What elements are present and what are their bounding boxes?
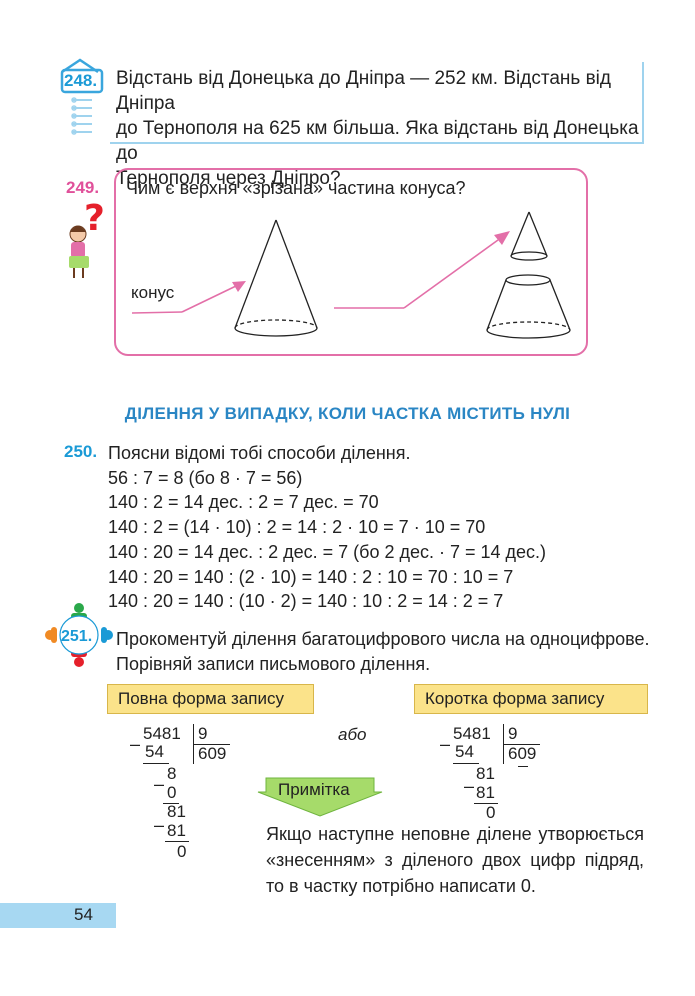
- divisor: 9: [508, 724, 518, 743]
- problem-248-number: 248.: [64, 71, 98, 90]
- zero-mark: [518, 766, 528, 768]
- dividend: 5481: [143, 724, 181, 743]
- problem-248-line: Відстань від Донецька до Дніпра — 252 км…: [116, 68, 611, 114]
- dividend: 5481: [453, 724, 491, 743]
- problem-248-line: до Тернополя на 625 км більша. Яка відст…: [116, 118, 639, 164]
- minus-sign: –: [464, 776, 475, 796]
- house-notebook-icon: [60, 58, 104, 135]
- section-heading: ДІЛЕННЯ У ВИПАДКУ, КОЛИ ЧАСТКА МІСТИТЬ Н…: [124, 404, 571, 423]
- division-bar-horizontal: [503, 744, 540, 746]
- subtrahend-step: 81: [167, 821, 186, 840]
- problem-250-line: Поясни відомі тобі способи ділення.: [108, 443, 411, 463]
- problem-248-line: Тернополя через Дніпро?: [116, 168, 341, 189]
- problem-251-text: Прокоментуй ділення багатоцифрового числ…: [116, 627, 650, 677]
- problem-251-number: 251.: [61, 628, 93, 645]
- remainder-step: 8: [167, 764, 177, 783]
- problem-250-number: 250.: [64, 442, 98, 461]
- problem-248-text: Відстань від Донецька до Дніпра — 252 км…: [116, 66, 646, 191]
- subtraction-line: [474, 803, 498, 805]
- problem-251-line: Прокоментуй ділення багатоцифрового числ…: [116, 629, 650, 649]
- subtraction-line: [453, 763, 479, 765]
- remainder-step: 81: [167, 802, 186, 821]
- note-line: то в частку потрібно написати 0.: [266, 876, 536, 896]
- division-bar-horizontal: [193, 744, 230, 746]
- note-line: Якщо наступне неповне ділене утворюється: [266, 824, 644, 844]
- minus-sign: –: [154, 774, 165, 794]
- problem-250-line: 140 : 2 = (14 · 10) : 2 = 14 : 2 · 10 = …: [108, 517, 486, 538]
- short-form-label: Коротка форма запису: [414, 684, 648, 714]
- problem-250-line: 140 : 20 = 140 : (10 · 2) = 140 : 10 : 2…: [108, 591, 504, 612]
- final-remainder: 0: [177, 842, 187, 861]
- subtraction-line: [165, 841, 189, 843]
- cone-whole-shape: [234, 219, 318, 337]
- subtrahend-step: 0: [167, 783, 177, 802]
- partial-product: 54: [455, 742, 474, 761]
- remainder-step: 81: [476, 764, 495, 783]
- problem-248-frame: [110, 62, 644, 144]
- or-word: або: [338, 725, 367, 744]
- note-label: Примітка: [278, 780, 350, 799]
- subtraction-line: [163, 803, 179, 805]
- svg-text:?: ?: [84, 200, 105, 239]
- problem-249-number: 249.: [66, 178, 100, 197]
- cone-top-part-shape: [510, 211, 548, 261]
- problem-250-line: 140 : 20 = 14 дес. : 2 дес. = 7 (бо 2 де…: [108, 541, 547, 562]
- page-number-bar: [0, 903, 116, 928]
- cone-frustum-shape: [486, 274, 571, 339]
- divisor: 9: [198, 724, 208, 743]
- subtraction-line: [143, 763, 169, 765]
- partial-product: 54: [145, 742, 164, 761]
- arrow-to-cut-cone: [334, 231, 510, 309]
- final-remainder: 0: [486, 803, 496, 822]
- cone-illustration: [131, 211, 571, 339]
- minus-sign: –: [130, 734, 141, 754]
- minus-sign: –: [154, 815, 165, 835]
- full-form-label: Повна форма запису: [107, 684, 314, 714]
- quotient: 609: [198, 744, 227, 763]
- note-arrow-badge: [257, 777, 383, 817]
- problem-250-line: 140 : 20 = 140 : (2 · 10) = 140 : 2 : 10…: [108, 566, 514, 587]
- arrow-to-cone: [131, 281, 246, 314]
- problem-249-question: Чим є верхня «зрізана» частина конуса?: [126, 178, 466, 198]
- subtrahend-step: 81: [476, 783, 495, 802]
- quotient: 609: [508, 744, 537, 763]
- problem-249-frame: [114, 168, 588, 356]
- minus-sign: –: [440, 734, 451, 754]
- note-line: «знесенням» з діленого двох цифр підряд,: [266, 850, 644, 870]
- page-number: 54: [74, 905, 93, 924]
- group-work-icon: [45, 603, 113, 667]
- cone-label: конус: [131, 283, 175, 302]
- thinking-girl-icon: ?: [69, 200, 105, 278]
- problem-251-line: Порівняй записи письмового ділення.: [116, 654, 431, 674]
- problem-250-line: 56 : 7 = 8 (бо 8 · 7 = 56): [108, 467, 303, 488]
- problem-250-line: 140 : 2 = 14 дес. : 2 = 7 дес. = 70: [108, 492, 379, 513]
- problem-250-text: Поясни відомі тобі способи ділення. 56 :…: [108, 441, 546, 614]
- note-rule-text: Якщо наступне неповне ділене утворюється…: [266, 821, 644, 899]
